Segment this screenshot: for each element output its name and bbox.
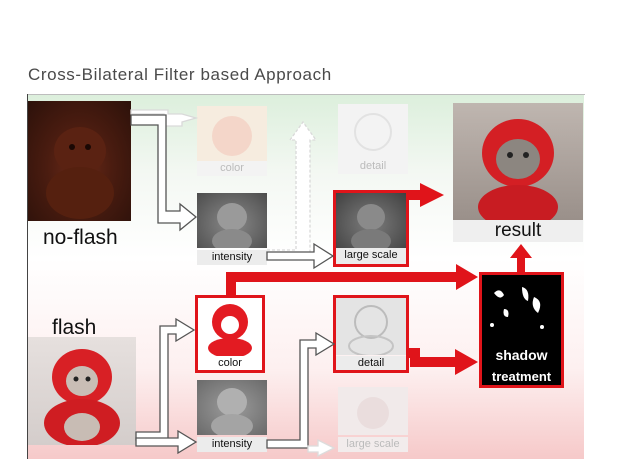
no-flash-label: no-flash — [43, 226, 118, 249]
slide-title: Cross-Bilateral Filter based Approach — [28, 65, 332, 84]
arrow-noflash-to-color-faded — [130, 109, 199, 127]
arrow-shadow-to-result — [510, 244, 532, 272]
intensity-top-image — [197, 193, 267, 248]
detail-faded-image — [338, 104, 408, 159]
intensity-bottom-image — [197, 380, 267, 435]
arrow-flash-to-intensity — [135, 429, 198, 455]
shadow-mask-image — [482, 275, 561, 385]
arrow-flash-to-color — [135, 317, 196, 441]
flash-photo — [28, 337, 136, 445]
result-caption: result — [453, 220, 583, 242]
intensity-top-caption: intensity — [197, 250, 267, 265]
arrow-intensity-to-large-scale-faded — [307, 438, 336, 458]
arrow-detail-to-shadow — [406, 348, 478, 375]
detail-caption: detail — [336, 356, 406, 371]
large-scale-faded-caption: large scale — [338, 437, 408, 452]
intensity-bottom-caption: intensity — [197, 437, 267, 452]
shadow-treatment-box — [479, 272, 564, 388]
result-image — [453, 103, 583, 220]
arrow-intensity-to-detail — [266, 331, 336, 449]
arrow-intensity-to-large-scale — [266, 242, 335, 270]
color-faded-image — [197, 106, 267, 161]
detail-highlight-box — [333, 295, 409, 373]
flash-toy-figure — [44, 349, 120, 445]
no-flash-photo — [28, 101, 131, 221]
arrow-intensity-to-detail-faded — [266, 120, 318, 259]
no-flash-toy-figure — [46, 127, 114, 219]
title-rule — [27, 94, 585, 95]
shadow-label: shadow — [495, 347, 548, 363]
arrow-color-to-shadow — [226, 264, 478, 295]
color-faded-caption: color — [197, 161, 267, 176]
large-scale-faded-image — [338, 387, 408, 435]
arrow-large-scale-to-result — [406, 183, 444, 207]
flash-label: flash — [52, 316, 97, 339]
left-border — [27, 94, 28, 459]
large-scale-highlight-box — [333, 190, 409, 267]
shadow-mask-blobs — [490, 287, 544, 329]
color-image — [198, 298, 262, 356]
large-scale-caption: large scale — [336, 248, 406, 264]
detail-image — [336, 298, 406, 355]
treatment-label: treatment — [491, 369, 552, 384]
arrow-noflash-to-intensity — [130, 114, 198, 232]
large-scale-image — [336, 193, 406, 248]
color-caption: color — [198, 356, 262, 371]
detail-faded-caption: detail — [338, 159, 408, 174]
color-highlight-box — [195, 295, 265, 373]
